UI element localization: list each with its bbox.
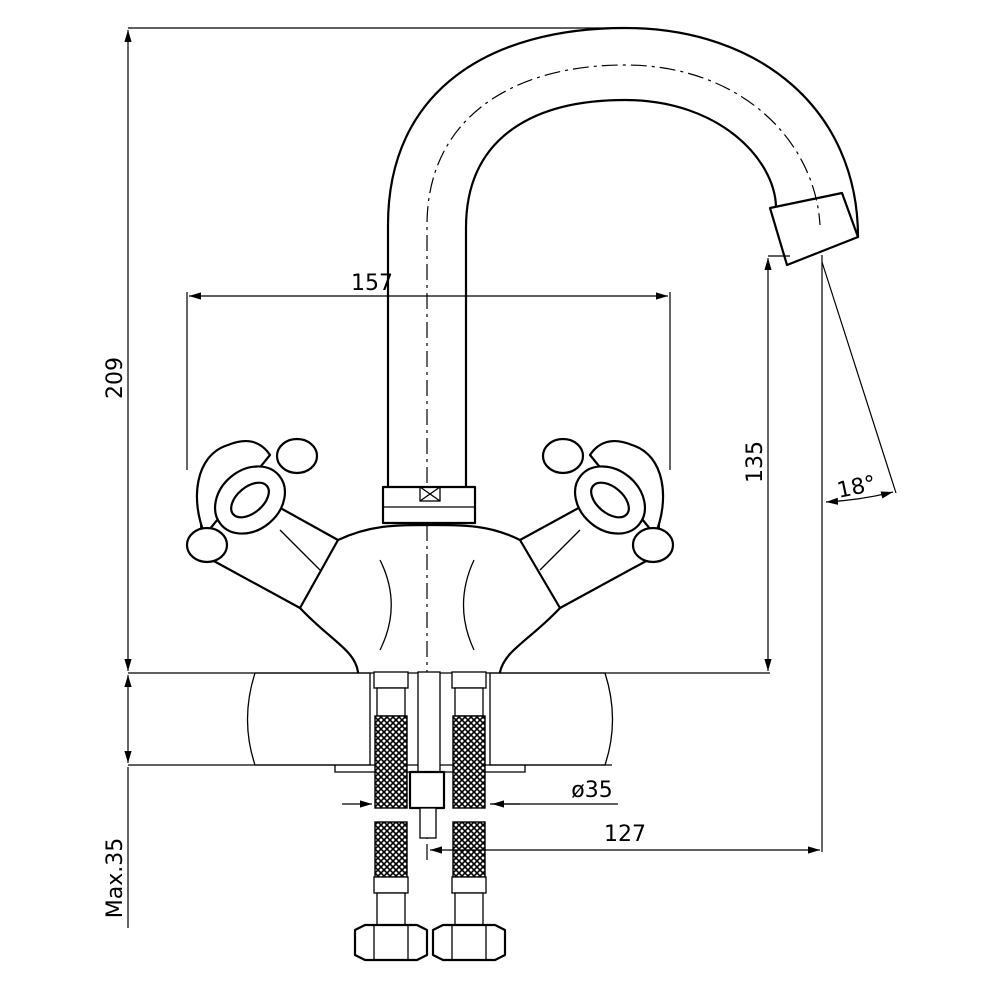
dimension-base-diameter-label: ø35 [571, 778, 612, 803]
dimension-spout-angle: 18° [821, 255, 897, 852]
dimension-spout-reach: 127 [430, 822, 820, 854]
dimension-spout-height-label: 135 [743, 441, 768, 483]
dimension-max-thickness: Max.35 [103, 675, 132, 928]
left-handle [185, 437, 340, 610]
dimension-total-height-label: 209 [103, 357, 128, 399]
dimension-spout-height: 135 [743, 255, 790, 671]
right-handle [518, 437, 675, 610]
supply-hose-right [431, 671, 507, 962]
dimension-base-diameter: ø35 [342, 778, 618, 808]
dimension-handle-span-label: 157 [351, 271, 393, 296]
dimension-max-thickness-label: Max.35 [103, 838, 128, 918]
countertop-section [128, 672, 770, 773]
dimension-total-height: 209 [103, 27, 625, 671]
dimension-handle-span: 157 [186, 271, 671, 470]
supply-hose-left [353, 671, 429, 962]
dimension-spout-reach-label: 127 [604, 822, 646, 847]
mixer-body [298, 485, 562, 674]
mounting-stud [408, 671, 446, 839]
dimension-spout-angle-label: 18° [835, 471, 878, 504]
